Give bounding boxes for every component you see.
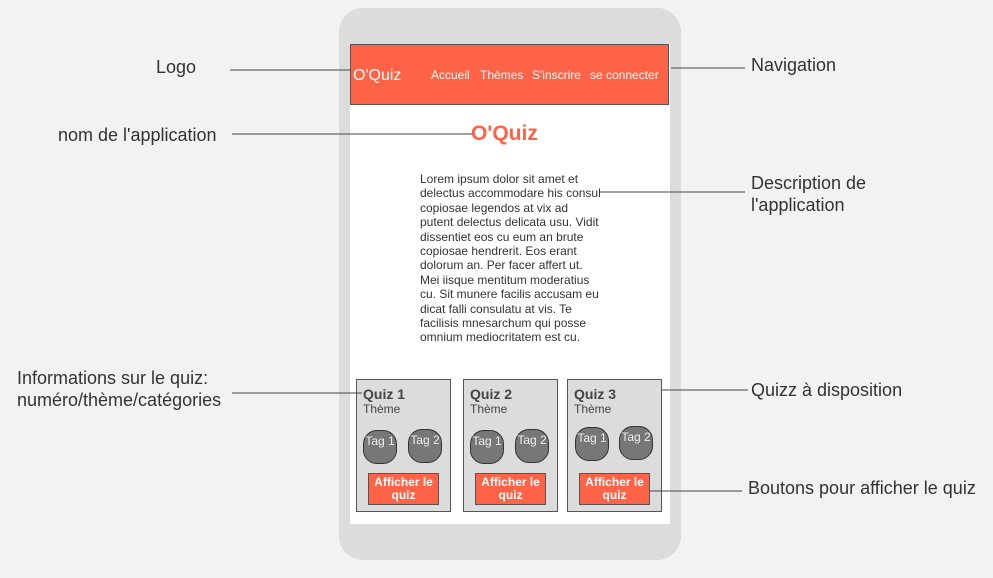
quiz-title: Quiz 3 bbox=[574, 386, 617, 402]
quiz-title: Quiz 2 bbox=[470, 386, 513, 402]
app-header bbox=[350, 44, 669, 105]
quiz-tag-2[interactable]: Tag 2 bbox=[515, 429, 549, 463]
quiz-info-annotation-line1: Informations sur le quiz: bbox=[17, 368, 209, 388]
show-quiz-button[interactable]: Afficher le quiz bbox=[368, 473, 439, 505]
quiz-title: Quiz 1 bbox=[363, 386, 406, 402]
quiz-theme: Thème bbox=[470, 402, 508, 416]
buttons-annotation: Boutons pour afficher le quiz bbox=[748, 478, 976, 498]
nav-accueil[interactable]: Accueil bbox=[431, 68, 470, 82]
quiz-tag-1[interactable]: Tag 1 bbox=[575, 427, 609, 461]
app-title: O'Quiz bbox=[471, 122, 538, 145]
quiz-card-3: Quiz 3 Thème Tag 1 Tag 2 Afficher le qui… bbox=[567, 379, 662, 512]
description-annotation-line1: Description de bbox=[751, 173, 867, 193]
quiz-theme: Thème bbox=[574, 402, 612, 416]
available-annotation: Quizz à disposition bbox=[751, 380, 903, 400]
app-description: Lorem ipsum dolor sit amet et delectus a… bbox=[420, 172, 601, 345]
quiz-tag-1[interactable]: Tag 1 bbox=[363, 430, 397, 464]
quiz-card-1: Quiz 1 Thème Tag 1 Tag 2 Afficher le qui… bbox=[356, 379, 451, 512]
quiz-tag-2[interactable]: Tag 2 bbox=[619, 426, 653, 460]
quiz-tag-1[interactable]: Tag 1 bbox=[470, 430, 504, 464]
nav-themes[interactable]: Thèmes bbox=[480, 68, 524, 82]
quiz-info-annotation-line2: numéro/thème/catégories bbox=[17, 390, 222, 410]
quiz-card-2: Quiz 2 Thème Tag 1 Tag 2 Afficher le qui… bbox=[463, 379, 558, 512]
show-quiz-button[interactable]: Afficher le quiz bbox=[475, 473, 546, 505]
navigation-annotation: Navigation bbox=[751, 55, 837, 75]
app-logo[interactable]: O'Quiz bbox=[353, 67, 402, 84]
logo-annotation: Logo bbox=[156, 57, 197, 77]
description-annotation-line2: l'application bbox=[751, 195, 845, 215]
nav-connecter[interactable]: se connecter bbox=[590, 68, 659, 82]
quiz-tag-2[interactable]: Tag 2 bbox=[408, 429, 442, 463]
app-name-annotation: nom de l'application bbox=[58, 125, 217, 145]
show-quiz-button[interactable]: Afficher le quiz bbox=[579, 473, 650, 505]
quiz-theme: Thème bbox=[363, 402, 401, 416]
nav-inscrire[interactable]: S'inscrire bbox=[532, 68, 581, 82]
